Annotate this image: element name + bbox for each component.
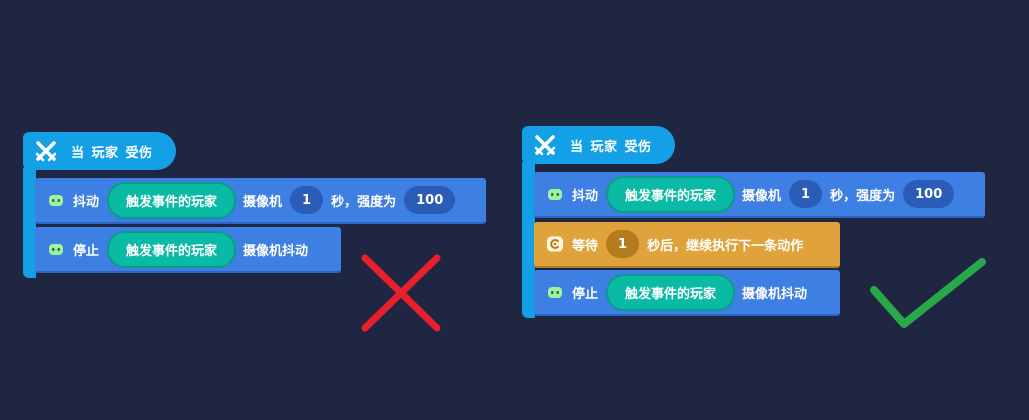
block-mid-label: 摄像机 [742, 188, 782, 204]
swords-crossed-icon [534, 135, 556, 156]
robot-head-icon [49, 195, 63, 206]
hat-word-player: 玩家 [590, 139, 618, 155]
right-stack-spine [522, 162, 535, 318]
block-after-label: 摄像机抖动 [243, 243, 309, 259]
block-after-label: 秒，强度为 [331, 194, 397, 210]
strength-input[interactable]: 100 [404, 186, 456, 214]
timer-icon [547, 236, 563, 252]
right-shake-camera-block[interactable]: 抖动 触发事件的玩家 摄像机 1 秒，强度为 100 [534, 172, 985, 218]
left-event-hat-block[interactable]: 当 玩家 受伤 [23, 132, 176, 170]
right-event-hat-block[interactable]: 当 玩家 受伤 [522, 126, 675, 164]
robot-head-icon [548, 189, 562, 200]
wait-after-label: 秒后，继续执行下一条动作 [647, 238, 804, 254]
hat-word-when: 当 [570, 139, 584, 155]
hat-word-player: 玩家 [91, 145, 119, 161]
robot-head-icon [49, 244, 63, 255]
duration-input[interactable]: 1 [789, 180, 823, 208]
left-shake-camera-block[interactable]: 抖动 触发事件的玩家 摄像机 1 秒，强度为 100 [35, 178, 486, 224]
block-action-label: 停止 [572, 286, 599, 302]
left-stop-shake-block[interactable]: 停止 触发事件的玩家 摄像机抖动 [35, 227, 341, 273]
red-x-mark-icon [361, 254, 441, 332]
right-stop-shake-block[interactable]: 停止 触发事件的玩家 摄像机抖动 [534, 270, 840, 316]
green-check-mark-icon [870, 258, 986, 328]
block-mid-label: 摄像机 [243, 194, 283, 210]
player-target-pill[interactable]: 触发事件的玩家 [606, 175, 736, 213]
left-script-stack: 当 玩家 受伤 抖动 触发事件的玩家 摄像机 1 秒，强度为 100 停止 触发… [23, 132, 488, 278]
player-target-pill[interactable]: 触发事件的玩家 [107, 230, 237, 268]
strength-input[interactable]: 100 [903, 180, 955, 208]
hat-word-hurt: 受伤 [125, 145, 153, 161]
block-after-label: 摄像机抖动 [742, 286, 808, 302]
robot-head-icon [548, 287, 562, 298]
block-action-label: 抖动 [73, 194, 100, 210]
swords-crossed-icon [35, 141, 57, 162]
duration-input[interactable]: 1 [290, 186, 324, 214]
player-target-pill[interactable]: 触发事件的玩家 [606, 273, 736, 311]
right-script-stack: 当 玩家 受伤 抖动 触发事件的玩家 摄像机 1 秒，强度为 100 等待 1 … [522, 126, 987, 318]
right-wait-block[interactable]: 等待 1 秒后，继续执行下一条动作 [534, 222, 840, 268]
block-action-label: 抖动 [572, 188, 599, 204]
hat-word-when: 当 [71, 145, 85, 161]
block-after-label: 秒，强度为 [830, 188, 896, 204]
wait-action-label: 等待 [572, 238, 599, 254]
player-target-pill[interactable]: 触发事件的玩家 [107, 181, 237, 219]
hat-word-hurt: 受伤 [624, 139, 652, 155]
wait-duration-input[interactable]: 1 [606, 230, 640, 258]
block-action-label: 停止 [73, 243, 100, 259]
left-stack-spine [23, 168, 36, 278]
